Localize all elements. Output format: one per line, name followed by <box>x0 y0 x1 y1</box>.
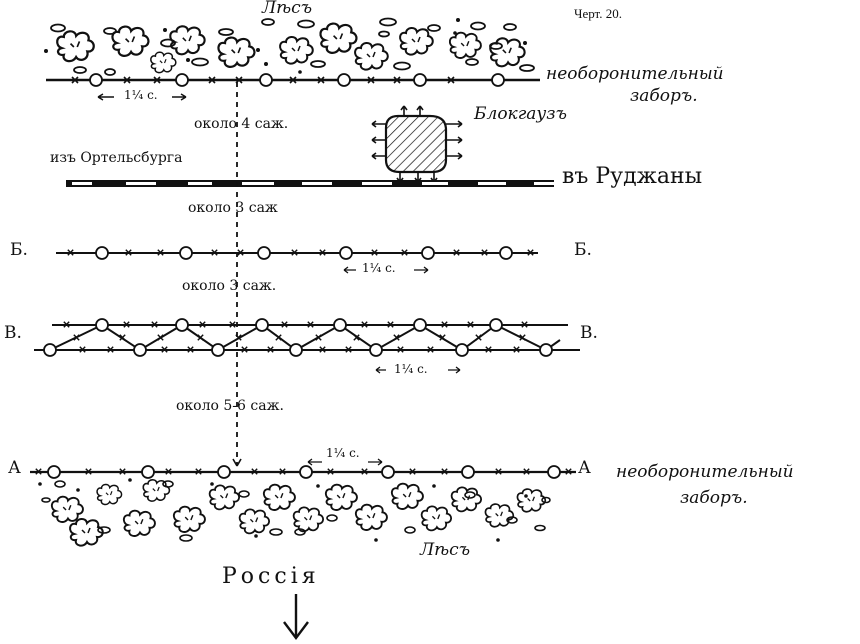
line-v-post-spacing: 1¼ с. <box>394 362 428 376</box>
top-fence-label-line1: необоронительный <box>546 64 724 84</box>
russia-direction-arrow <box>283 594 309 640</box>
line-b-left-label: Б. <box>10 240 28 260</box>
fence-line-v <box>34 318 580 374</box>
top-post-spacing: 1¼ с. <box>124 88 158 102</box>
railway-to-label: въ Руджаны <box>562 164 703 189</box>
railway-from-label: изъ Ортельсбурга <box>50 150 183 166</box>
bottom-forest-label: Лѣсъ <box>420 540 471 560</box>
bottom-fence-label-line2: заборъ. <box>680 488 748 508</box>
line-a-left-label: А <box>8 458 21 478</box>
line-b-right-label: Б. <box>574 240 592 260</box>
blockhouse-label: Блокгаузъ <box>474 104 567 124</box>
distance-top-to-rail: около 4 саж. <box>194 116 289 132</box>
bottom-forest <box>38 478 551 547</box>
line-v-left-label: В. <box>4 323 22 343</box>
distance-v-to-a: около 5-6 саж. <box>176 398 284 414</box>
line-v-right-label: В. <box>580 323 598 343</box>
railway-track <box>66 180 554 187</box>
blockhouse <box>371 105 463 183</box>
fence-line-b <box>56 246 538 274</box>
top-fence-line <box>46 73 540 101</box>
top-fence-label-line2: заборъ. <box>630 86 698 106</box>
line-a-post-spacing: 1¼ с. <box>326 446 360 460</box>
distance-rail-to-b: около 3 саж <box>188 200 278 216</box>
line-b-post-spacing: 1¼ с. <box>362 261 396 275</box>
figure-number: Черт. 20. <box>574 6 623 21</box>
line-a-right-label: А <box>578 458 591 478</box>
fence-line-a <box>30 458 576 479</box>
measuring-line <box>232 82 242 467</box>
bottom-fence-label-line1: необоронительный <box>616 462 794 482</box>
top-forest <box>44 17 535 76</box>
russia-direction-label: Россія <box>222 564 320 589</box>
distance-b-to-v: около 3 саж. <box>182 278 277 294</box>
top-forest-label: Лѣсъ <box>262 0 313 18</box>
